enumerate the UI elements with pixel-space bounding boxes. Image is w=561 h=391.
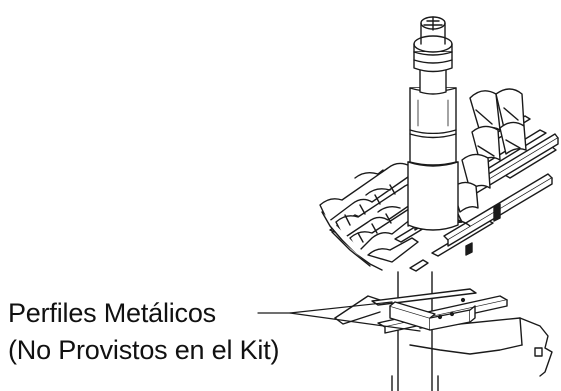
upper-chimney-pipe bbox=[407, 16, 459, 231]
roof-tiles-right bbox=[451, 88, 527, 213]
label-leader-lines bbox=[257, 301, 421, 332]
callout-label-line1: Perfiles Metálicos bbox=[8, 298, 216, 328]
metal-support-profiles bbox=[371, 288, 508, 334]
lower-chimney-pipe bbox=[391, 271, 439, 391]
callout-label-line2: (No Provistos en el Kit) bbox=[8, 335, 280, 365]
floor-vent-detail bbox=[534, 347, 543, 357]
